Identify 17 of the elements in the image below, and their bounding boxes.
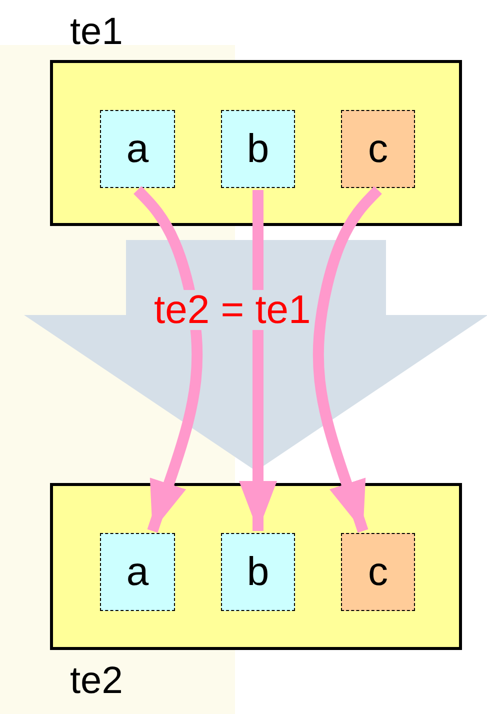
item-label: a [126, 550, 149, 594]
item-label: b [246, 550, 270, 594]
item-box [341, 533, 415, 611]
item-box [100, 110, 175, 188]
arrow [134, 186, 203, 534]
arrow [312, 186, 382, 534]
container-title: te1 [70, 13, 123, 51]
item-label: b [246, 126, 270, 172]
item-label: c [368, 126, 388, 172]
item-box [341, 110, 415, 188]
item-label: c [368, 550, 388, 594]
item-box [221, 110, 295, 188]
item-box [100, 533, 175, 611]
arrow [239, 190, 277, 531]
container-title: te2 [70, 662, 123, 700]
item-box [221, 533, 295, 611]
item-label: a [126, 126, 149, 172]
